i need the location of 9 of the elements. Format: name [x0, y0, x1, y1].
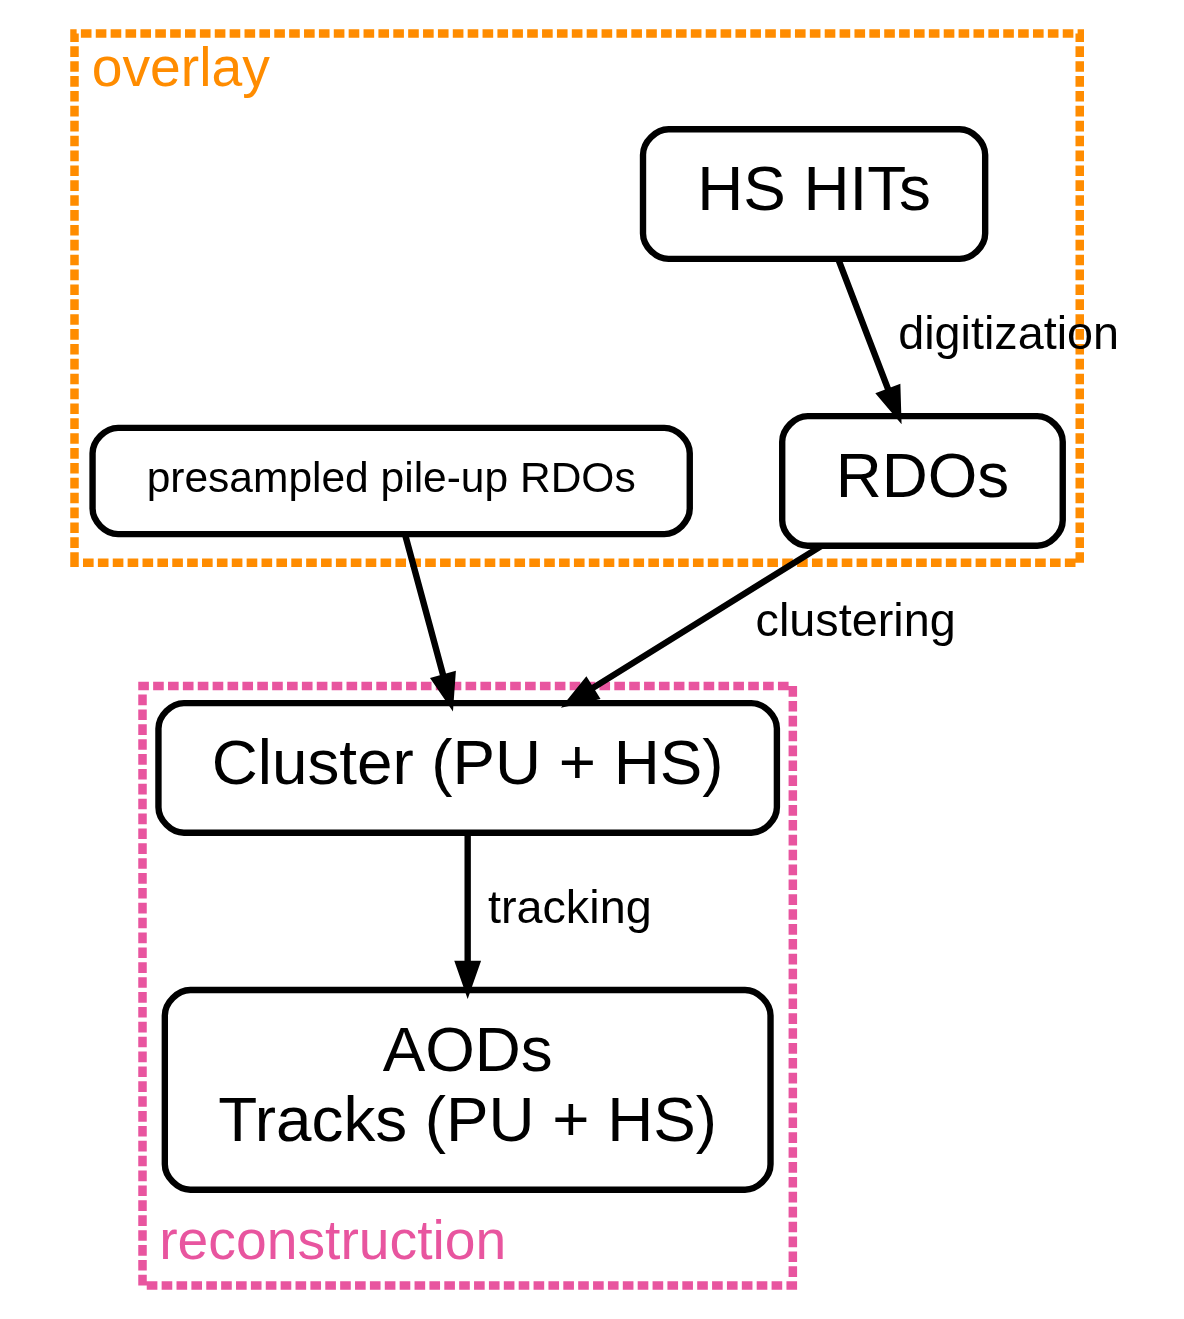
- node-box: Cluster (PU + HS): [155, 699, 781, 836]
- node-box: presampled pile-up RDOs: [89, 424, 693, 538]
- node-box: HS HITs: [639, 126, 989, 263]
- edge-label: clustering: [755, 594, 956, 647]
- node-box: AODs Tracks (PU + HS): [161, 986, 774, 1193]
- edge-label: digitization: [898, 307, 1120, 360]
- arrow: [454, 832, 482, 1000]
- node-box: RDOs: [779, 412, 1066, 549]
- edge-label: tracking: [487, 881, 652, 934]
